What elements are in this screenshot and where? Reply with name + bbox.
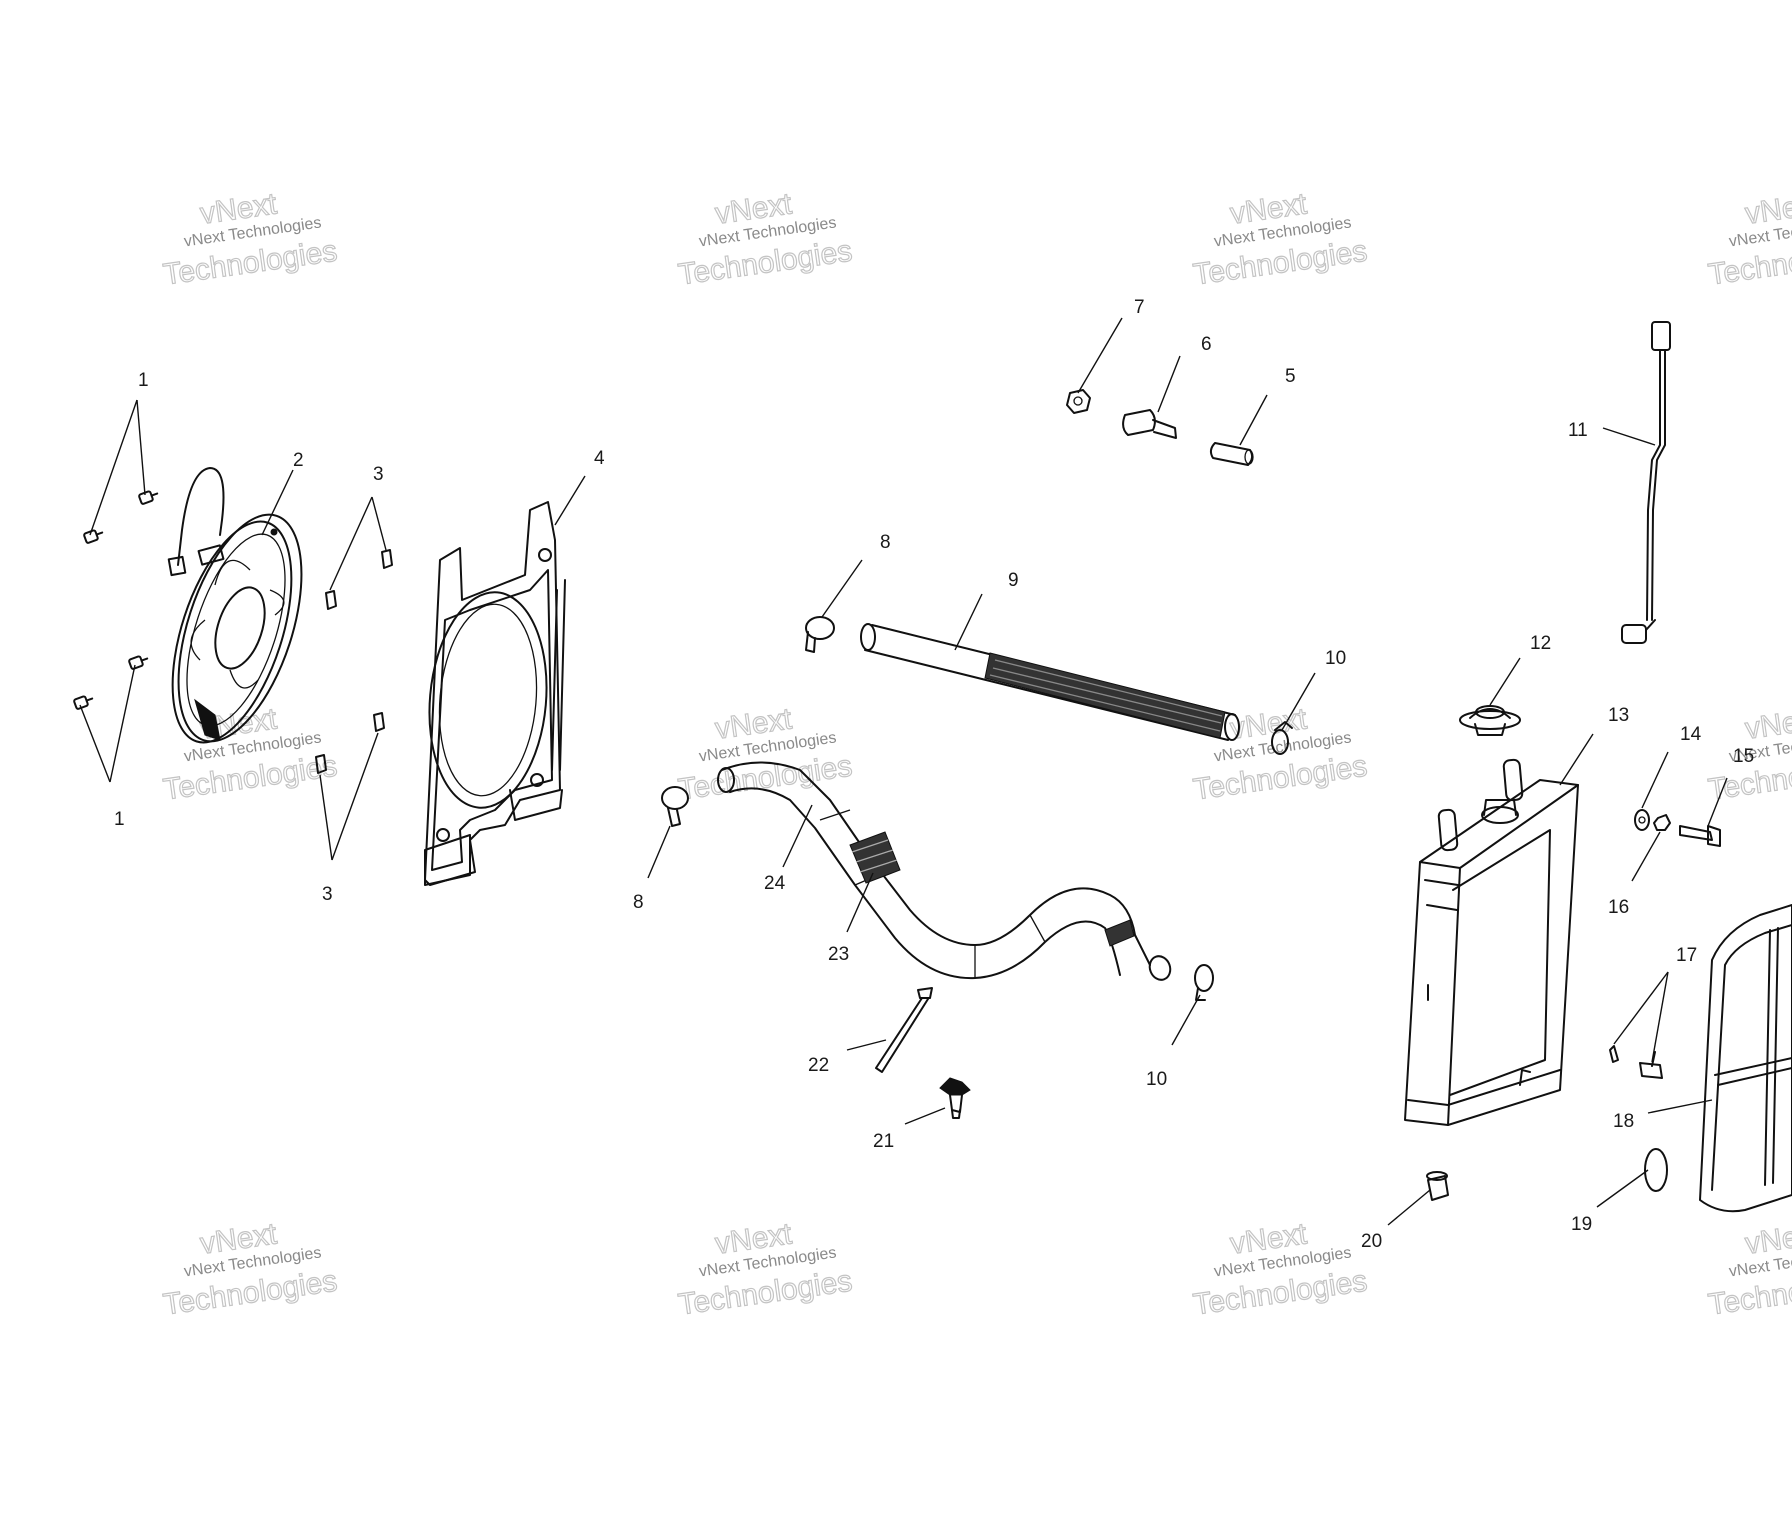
callout-6: 6 <box>1201 334 1212 355</box>
watermark-line1: vNext <box>1743 187 1792 230</box>
part-8-hose-clamp <box>805 616 835 653</box>
watermark: vNext vNext Technologies Technologies <box>161 1217 340 1322</box>
part-10-clamp <box>1194 964 1214 1001</box>
callout-23: 23 <box>828 944 849 965</box>
watermark-line1: vNext <box>1743 702 1792 745</box>
part-2-fan-assembly <box>167 467 303 744</box>
callout-19: 19 <box>1571 1214 1592 1235</box>
callout-8: 8 <box>633 892 644 913</box>
callout-16: 16 <box>1608 897 1629 918</box>
callout-14: 14 <box>1680 724 1702 745</box>
callout-9: 9 <box>1008 570 1019 591</box>
callout-24: 24 <box>764 873 786 894</box>
watermark: vNext vNext Technologies Technologies <box>1706 187 1792 292</box>
watermark: vNext vNext Technologies Technologies <box>1191 187 1370 292</box>
part-13-radiator <box>1404 758 1579 1126</box>
part-5-sleeve <box>1209 442 1254 466</box>
part-12-radiator-cap <box>1459 705 1521 736</box>
callout-11: 11 <box>1568 420 1588 441</box>
part-8-hose-clamp <box>661 786 689 827</box>
callout-20: 20 <box>1361 1231 1382 1252</box>
part-10-clamp <box>1271 721 1293 755</box>
callout-10: 10 <box>1325 648 1346 669</box>
callout-3: 3 <box>322 884 333 905</box>
part-16-nut <box>1653 814 1671 831</box>
part-22-cable-tie <box>875 987 933 1073</box>
watermark: vNext vNext Technologies Technologies <box>1706 1217 1792 1322</box>
callout-5: 5 <box>1285 366 1296 387</box>
part-24-lower-hose <box>717 761 1172 981</box>
watermark: vNext vNext Technologies Technologies <box>161 187 340 292</box>
callouts: 1 1 2 3 3 4 5 6 7 8 8 9 10 10 11 12 13 1… <box>114 297 1754 1252</box>
part-18-radiator-screen <box>1699 904 1792 1213</box>
callout-12: 12 <box>1530 633 1551 654</box>
leader-lines <box>79 317 1728 1226</box>
callout-1: 1 <box>138 370 149 391</box>
part-7-nut <box>1066 389 1091 414</box>
callout-22: 22 <box>808 1055 829 1076</box>
callout-18: 18 <box>1613 1111 1634 1132</box>
callout-4: 4 <box>594 448 605 469</box>
part-1-screws <box>73 490 159 710</box>
watermark-line1: vNext <box>1743 1217 1792 1260</box>
callout-17: 17 <box>1676 945 1697 966</box>
watermark: vNext vNext Technologies Technologies <box>676 1217 855 1322</box>
watermark: vNext vNext Technologies Technologies <box>1191 1217 1370 1322</box>
part-14-washer <box>1634 809 1650 831</box>
part-3-fasteners <box>315 549 393 774</box>
part-4-fan-shroud <box>424 501 566 886</box>
watermarks: vNext vNext Technologies Technologies vN… <box>161 187 1792 1322</box>
part-11-wire-harness <box>1621 321 1671 644</box>
callout-3: 3 <box>373 464 384 485</box>
part-9-coolant-tube <box>860 623 1240 741</box>
part-20-drain-plug <box>1426 1171 1449 1201</box>
callout-21: 21 <box>873 1131 894 1152</box>
part-17-screws <box>1609 1045 1663 1079</box>
callout-15: 15 <box>1733 746 1754 767</box>
part-15-bolt <box>1679 825 1721 847</box>
callout-13: 13 <box>1608 705 1629 726</box>
callout-2: 2 <box>293 450 304 471</box>
callout-10: 10 <box>1146 1069 1167 1090</box>
part-19-o-ring <box>1644 1148 1668 1192</box>
part-23-hose-sleeve <box>849 831 1135 947</box>
callout-8: 8 <box>880 532 891 553</box>
callout-7: 7 <box>1134 297 1145 318</box>
callout-1: 1 <box>114 809 125 830</box>
watermark: vNext vNext Technologies Technologies <box>676 187 855 292</box>
part-6-grommet <box>1122 409 1177 439</box>
part-21-push-rivet <box>939 1077 971 1119</box>
